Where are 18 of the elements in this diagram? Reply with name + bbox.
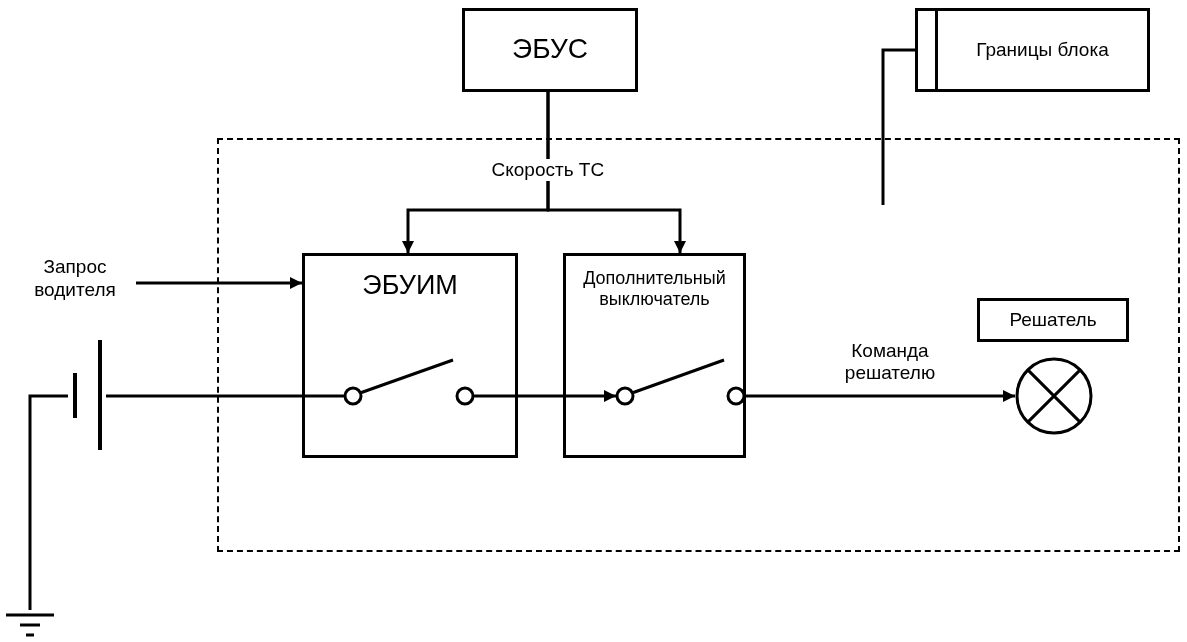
legend-box [915, 8, 1150, 92]
box-label: Границы блока [976, 39, 1109, 61]
connector-arrow [518, 390, 616, 402]
box-label: ЭБУИМ [362, 270, 458, 300]
device-label-box [977, 298, 1129, 342]
edge-label: Команда решателю [843, 340, 937, 384]
box-label: Дополнительный выключатель [582, 268, 727, 310]
connector-arrow [136, 277, 302, 289]
box-label: ЭБУС [512, 33, 588, 64]
switch-box [563, 253, 746, 458]
leader-line [881, 48, 915, 205]
connector-arrow [546, 92, 686, 253]
lamp-symbol [1015, 357, 1093, 435]
box-label: Решатель [1009, 309, 1097, 331]
signal-label: Запрос водителя [14, 255, 136, 307]
connector-arrow [746, 390, 1015, 402]
control-module-box [302, 253, 518, 458]
control-unit-box [462, 8, 638, 92]
